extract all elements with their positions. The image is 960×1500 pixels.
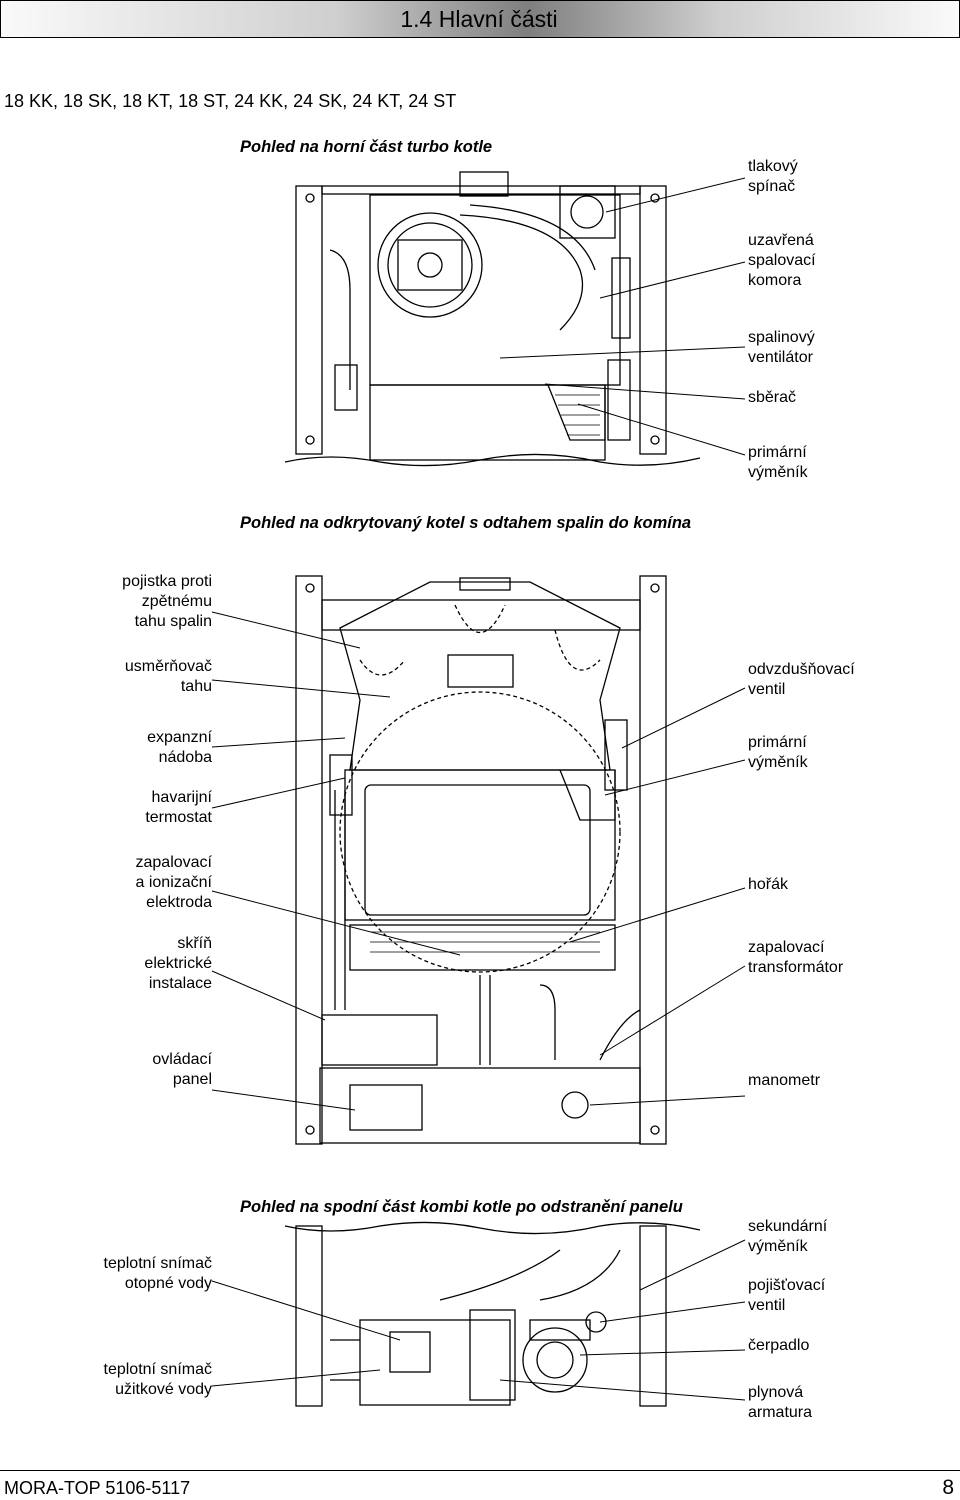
open-view-drawing [295, 575, 667, 1145]
header-bar [0, 0, 960, 38]
page-title: 1.4 Hlavní části [400, 6, 558, 32]
section-title-open: Pohled na odkrytovaný kotel s odtahem sp… [240, 514, 692, 532]
bottom-view-drawing [284, 1221, 701, 1407]
label-horak: hořák [748, 876, 789, 893]
section-title-bottom: Pohled na spodní část kombi kotle po ods… [240, 1198, 683, 1216]
label-sberac: sběrač [748, 389, 797, 406]
top-view-drawing [284, 171, 701, 467]
footer-doc-number: MORA-TOP 5106-5117 [4, 1478, 191, 1498]
footer-page-number: 8 [942, 1476, 954, 1499]
section-title-top: Pohled na horní část turbo kotle [240, 138, 493, 156]
label-cerpadlo: čerpadlo [748, 1337, 810, 1354]
label-manometr: manometr [748, 1072, 821, 1089]
model-list: 18 KK, 18 SK, 18 KT, 18 ST, 24 KK, 24 SK… [4, 91, 457, 111]
footer-divider [0, 1470, 960, 1471]
